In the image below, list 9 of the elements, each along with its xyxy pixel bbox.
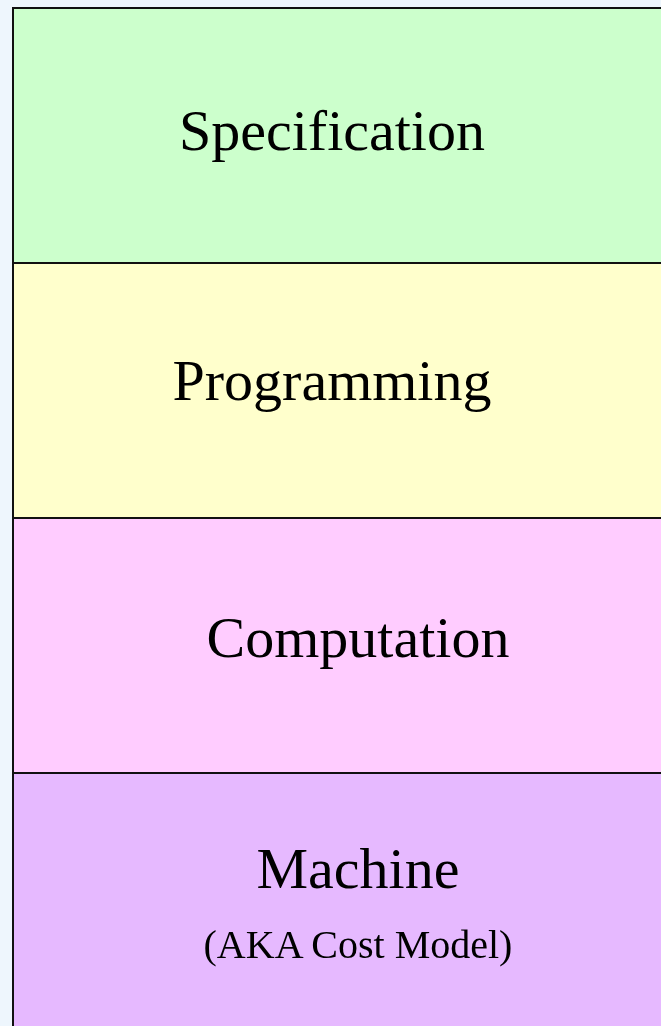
- layer-subtitle: (AKA Cost Model): [203, 922, 513, 967]
- layer-title: Specification: [179, 98, 485, 163]
- layer-band: [12, 772, 661, 1026]
- layer-band: [12, 7, 661, 264]
- layer-band: [12, 517, 661, 775]
- layer-band: [12, 262, 661, 520]
- layer-title: Machine: [256, 837, 460, 901]
- layer-title: Computation: [206, 606, 510, 670]
- layer-title: Programming: [172, 349, 492, 413]
